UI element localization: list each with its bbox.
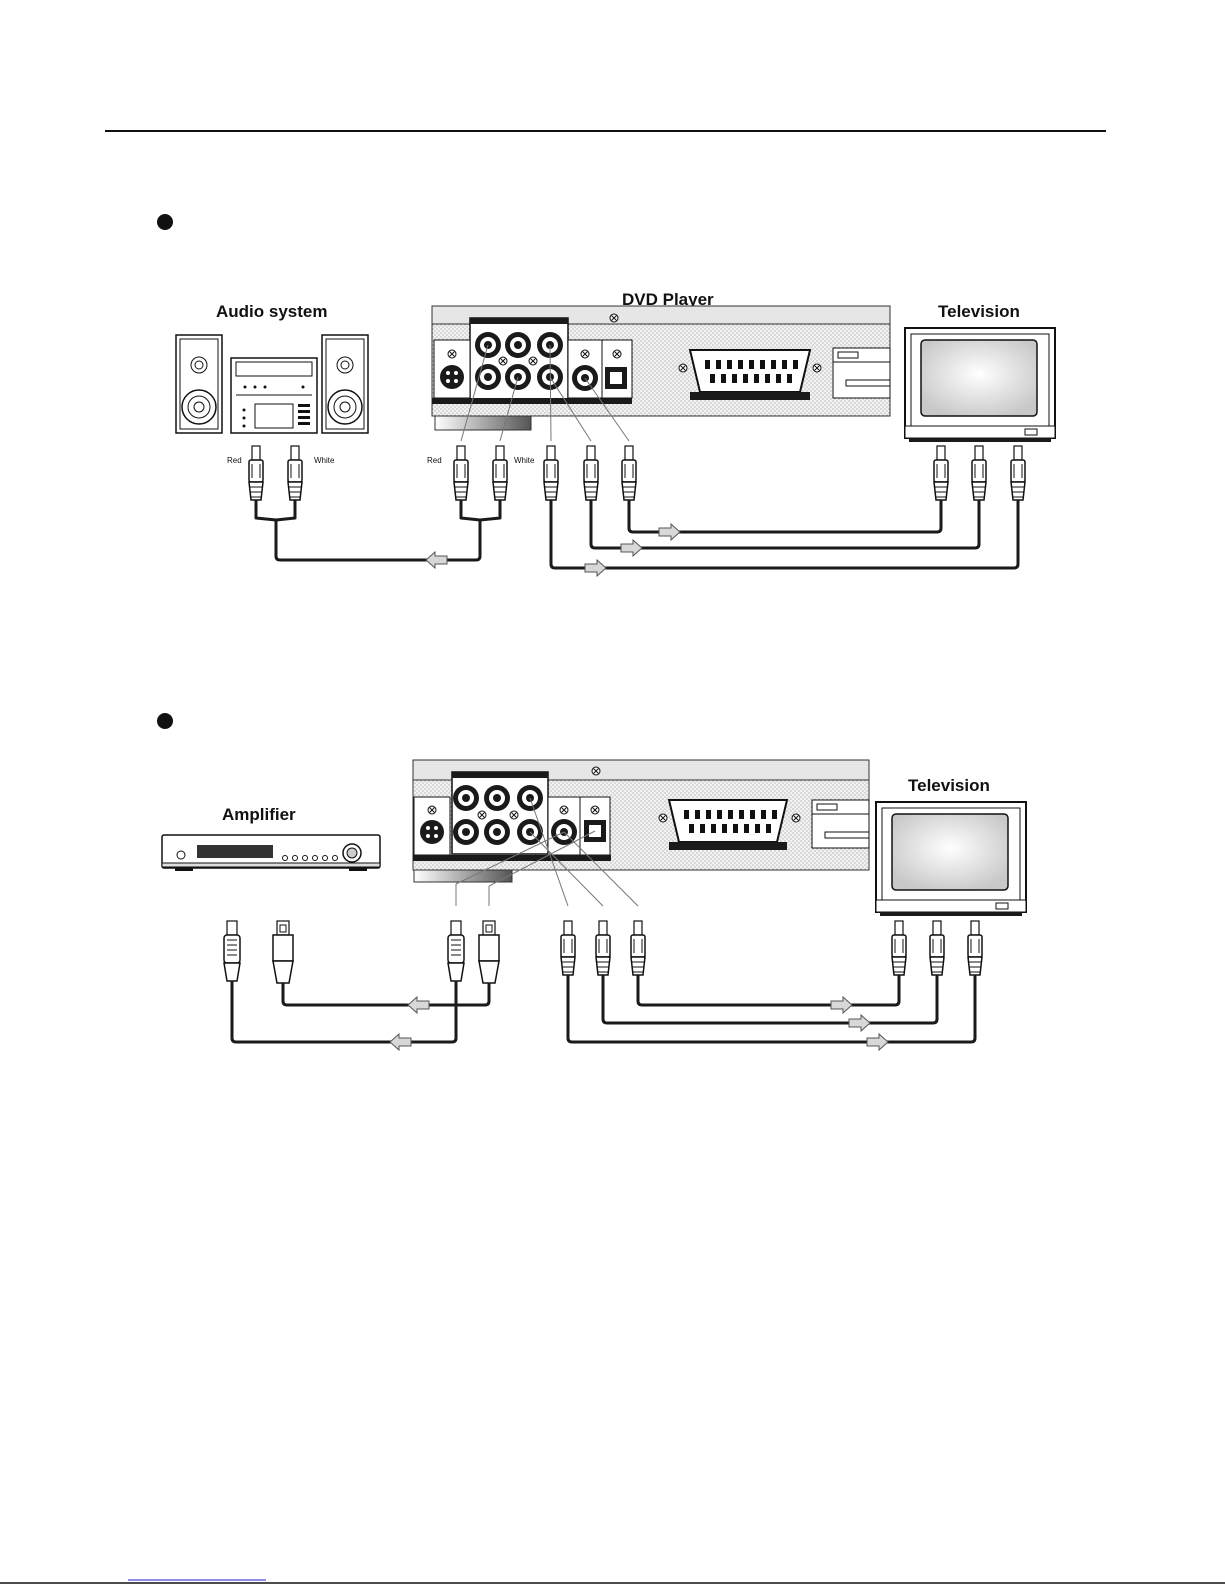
rca-plug-white-audio — [288, 446, 302, 500]
plug-label-red-right: Red — [427, 456, 442, 465]
bullet-2 — [157, 713, 173, 729]
rca-plug-video-3 — [622, 446, 636, 500]
diagram-amplifier: Amplifier Television — [157, 713, 1026, 1050]
dvd-player-panel-2 — [413, 760, 869, 882]
video-cable-b — [591, 500, 979, 548]
rca-plug-tv-4 — [892, 921, 906, 975]
rca-plug-video-2 — [584, 446, 598, 500]
optical-cable — [283, 983, 489, 1005]
rca-plug-red-audio — [249, 446, 263, 500]
scart-connector — [690, 350, 810, 392]
audio-cable-1 — [256, 500, 480, 560]
rca-plug-tv-6 — [968, 921, 982, 975]
arrow-right-a — [659, 524, 680, 540]
plug-label-red-left: Red — [227, 456, 242, 465]
panel-screw — [610, 314, 618, 322]
video-cable-c — [551, 500, 1018, 568]
rca-plug-white-dvd — [493, 446, 507, 500]
rca-plug-video-4 — [561, 921, 575, 975]
arrow-right-b — [621, 540, 642, 556]
rca-plug-tv-5 — [930, 921, 944, 975]
amplifier-device — [162, 835, 380, 871]
video-cable-a — [629, 500, 941, 532]
arrow-left-audio-1 — [426, 552, 447, 568]
optical-plug-amp — [273, 921, 293, 983]
video-cable-e — [603, 975, 937, 1023]
television-2 — [876, 802, 1026, 916]
rca-plug-tv-3 — [1011, 446, 1025, 500]
video-cable-f — [568, 975, 975, 1042]
s-video-jack — [440, 365, 464, 389]
diagram-audio-system: Audio system DVD Player Television — [157, 214, 1055, 576]
coaxial-cable — [232, 981, 456, 1042]
rca-plug-video-5 — [596, 921, 610, 975]
arrow-left-optical — [408, 997, 429, 1013]
optical-plug-dvd — [479, 921, 499, 983]
arrow-right-c — [585, 560, 606, 576]
plug-label-white-right: White — [514, 456, 535, 465]
rca-plug-tv-2 — [972, 446, 986, 500]
rca-plug-tv-1 — [934, 446, 948, 500]
video-cable-d — [638, 975, 899, 1005]
arrow-right-d — [831, 997, 852, 1013]
television-label-2: Television — [908, 776, 990, 795]
arrow-left-coaxial — [390, 1034, 411, 1050]
audio-system-device — [176, 335, 368, 433]
coaxial-plug-amp — [224, 921, 240, 981]
rca-plug-red-dvd — [454, 446, 468, 500]
arrow-right-f — [867, 1034, 888, 1050]
arrow-right-e — [849, 1015, 870, 1031]
coaxial-plug-dvd — [448, 921, 464, 981]
audio-system-label: Audio system — [216, 302, 327, 321]
amplifier-label: Amplifier — [222, 805, 296, 824]
speaker-right — [322, 335, 368, 433]
rca-plug-video-1 — [544, 446, 558, 500]
rca-plug-video-6 — [631, 921, 645, 975]
dvd-player-panel — [432, 306, 890, 430]
bullet-1 — [157, 214, 173, 230]
plug-label-white-left: White — [314, 456, 335, 465]
television-label-1: Television — [938, 302, 1020, 321]
speaker-left — [176, 335, 222, 433]
television-1 — [905, 328, 1055, 442]
